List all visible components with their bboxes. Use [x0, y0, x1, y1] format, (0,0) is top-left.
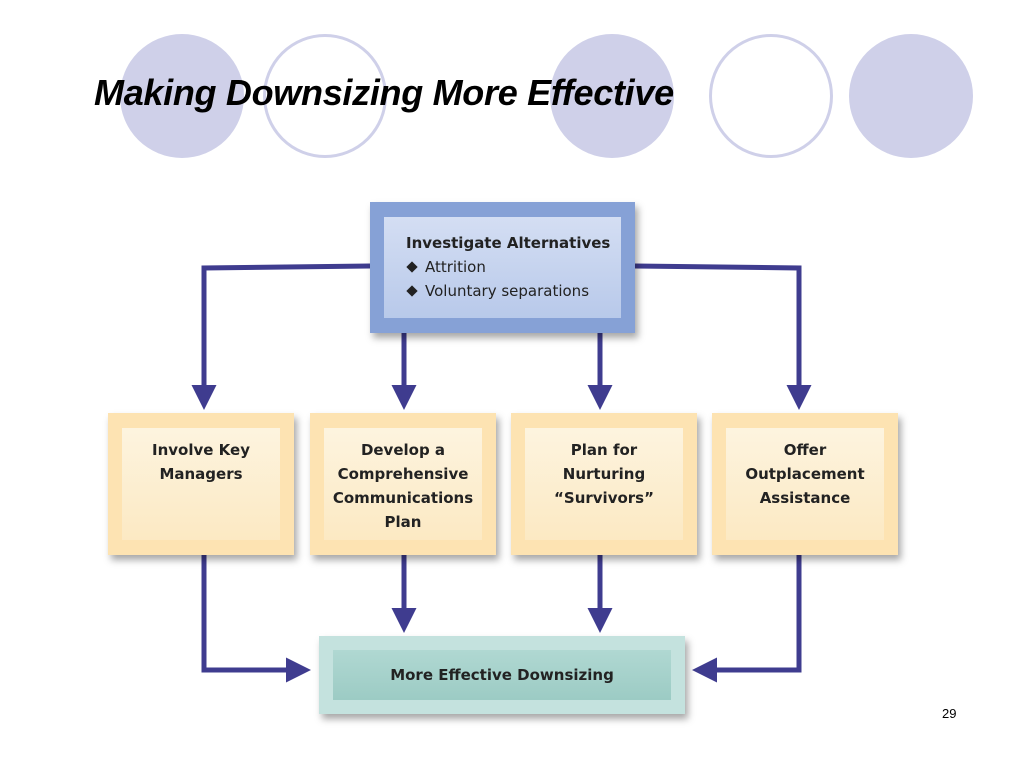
alternative-item-attrition: Attrition [406, 255, 486, 279]
decorative-circle-outline-1 [263, 34, 387, 158]
step-box-outplacement-assistance: Offer Outplacement Assistance [712, 413, 898, 555]
step-box-nurturing-survivors: Plan for Nurturing “Survivors” [511, 413, 697, 555]
decorative-circle-filled-3 [849, 34, 973, 158]
step-box-content: Offer Outplacement Assistance [726, 428, 884, 540]
alternative-item-voluntary-separations: Voluntary separations [406, 279, 589, 303]
step-box-content: Plan for Nurturing “Survivors” [525, 428, 683, 540]
result-label: More Effective Downsizing [390, 666, 614, 684]
step-line: “Survivors” [554, 489, 654, 507]
result-box-content: More Effective Downsizing [333, 650, 671, 700]
step-line: Comprehensive [337, 465, 469, 483]
decorative-circle-filled-1 [120, 34, 244, 158]
step-box-content: Involve Key Managers [122, 428, 280, 540]
step-line: Involve Key [152, 441, 250, 459]
arrow-step-1-to-result [201, 555, 311, 683]
alternative-item-label: Attrition [425, 258, 486, 276]
investigate-alternatives-content: Investigate Alternatives Attrition Volun… [384, 217, 621, 318]
step-line: Offer [783, 441, 827, 459]
arrow-top-to-step-1 [191, 263, 371, 410]
step-line: Plan [384, 513, 422, 531]
result-box: More Effective Downsizing [319, 636, 685, 714]
arrow-step-4-to-result [692, 555, 802, 683]
step-line: Managers [159, 465, 243, 483]
investigate-alternatives-box: Investigate Alternatives Attrition Volun… [370, 202, 635, 333]
investigate-alternatives-heading: Investigate Alternatives [406, 234, 611, 252]
step-box-content: Develop a Comprehensive Communications P… [324, 428, 482, 540]
step-box-communications-plan: Develop a Comprehensive Communications P… [310, 413, 496, 555]
decorative-circle-filled-2 [550, 34, 674, 158]
step-line: Nurturing [562, 465, 646, 483]
step-line: Communications [332, 489, 474, 507]
diamond-bullet-icon [406, 261, 418, 273]
step-line: Assistance [759, 489, 851, 507]
diamond-bullet-icon [406, 285, 418, 297]
page-number: 29 [942, 706, 957, 721]
arrow-top-to-step-4 [634, 263, 812, 410]
step-line: Outplacement [745, 465, 865, 483]
decorative-circle-outline-2 [709, 34, 833, 158]
step-line: Plan for [570, 441, 638, 459]
step-box-involve-key-managers: Involve Key Managers [108, 413, 294, 555]
slide-title: Making Downsizing More Effective [94, 72, 674, 113]
alternative-item-label: Voluntary separations [425, 282, 590, 300]
step-line: Develop a [360, 441, 446, 459]
